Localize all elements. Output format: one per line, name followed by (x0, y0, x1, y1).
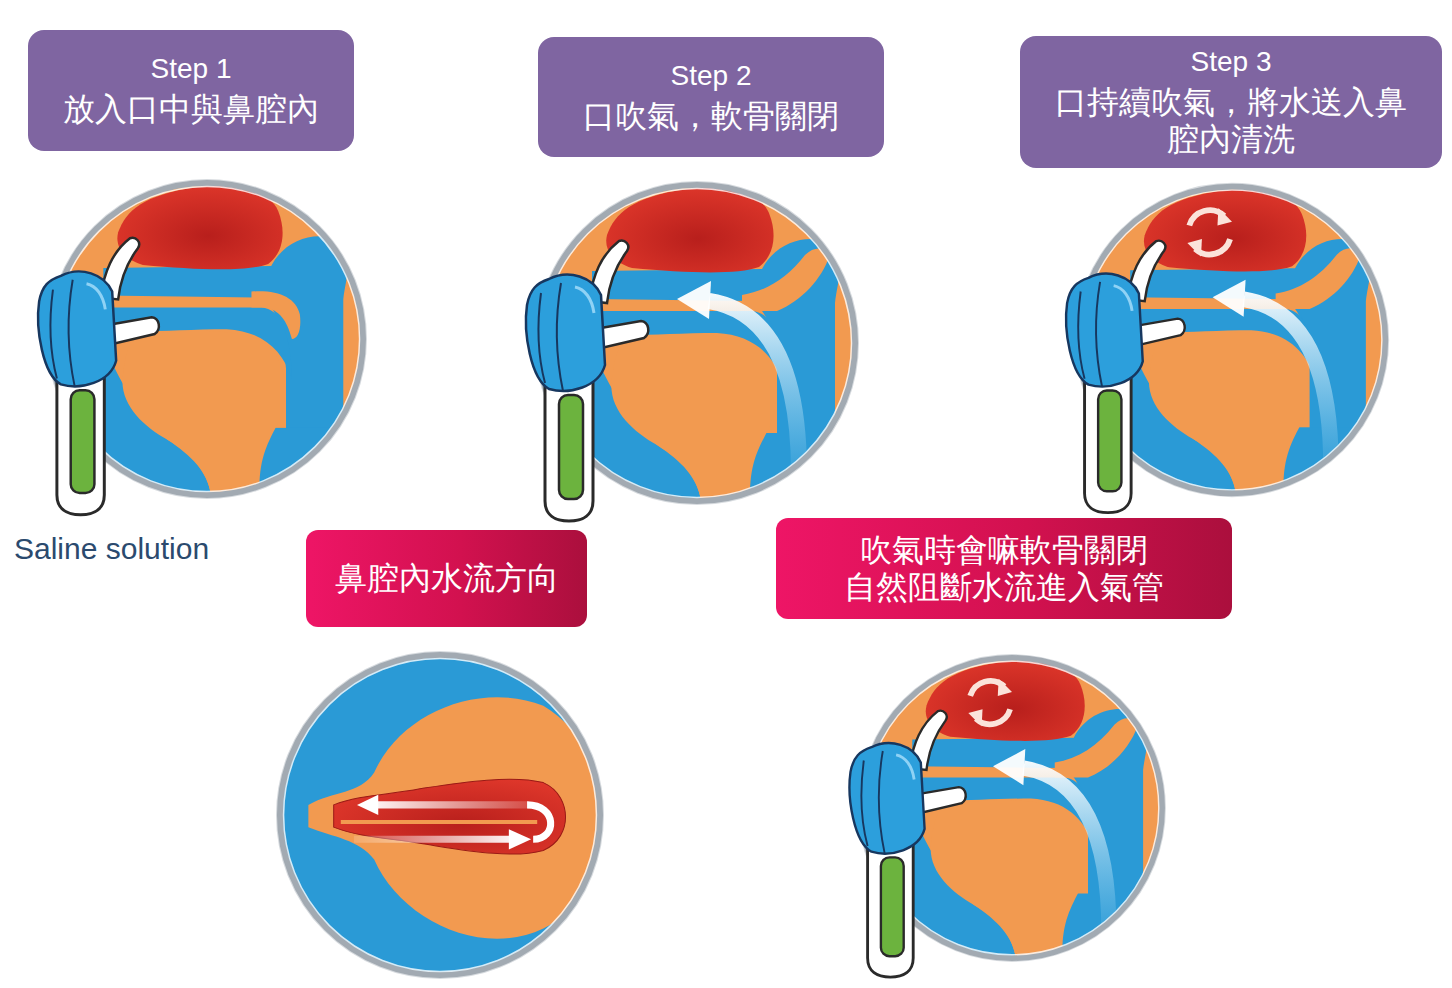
step-body: 口持續吹氣，將水送入鼻 腔內清洗 (1038, 84, 1424, 158)
flow-arrowhead (357, 795, 378, 815)
circulation-symbol (1187, 208, 1232, 257)
flow-illustration (277, 652, 608, 978)
note-box: 吹氣時會嘛軟骨關閉 自然阻斷水流進入氣管 (776, 518, 1232, 619)
flow-arrow (354, 836, 511, 843)
step-body: 口吹氣，軟骨關閉 (583, 98, 839, 135)
soft-palate (251, 291, 300, 339)
step-heading: Step 2 (671, 60, 752, 92)
septum (341, 820, 537, 824)
soft-palate (1055, 718, 1138, 777)
closure-illustration (850, 655, 1165, 977)
rinse-device (850, 711, 966, 977)
step-box: Step 2 口吹氣，軟骨關閉 (538, 37, 884, 157)
airflow-arrow (993, 749, 1109, 931)
airflow-arrow (1213, 280, 1331, 466)
soft-palate (742, 248, 829, 311)
step2-illustration (526, 182, 858, 521)
head-top-view (308, 697, 608, 938)
flow-arrow (375, 801, 529, 808)
step1-illustration (38, 180, 366, 515)
soft-palate (1276, 248, 1360, 309)
part-label: Saline solution (14, 531, 209, 567)
step-body: 放入口中與鼻腔內 (63, 91, 319, 128)
flow-arrowhead (509, 829, 531, 849)
step-heading: Step 3 (1191, 46, 1272, 78)
nasal-cavity (334, 779, 566, 854)
step-heading: Step 1 (151, 53, 232, 85)
circulation-symbol (968, 679, 1012, 727)
note-text: 吹氣時會嘛軟骨關閉 自然阻斷水流進入氣管 (794, 532, 1214, 606)
step-box: Step 3 口持續吹氣，將水送入鼻 腔內清洗 (1020, 36, 1442, 168)
rinse-device (1066, 241, 1185, 513)
note-text: 鼻腔內水流方向 (335, 560, 559, 597)
frame-ring (277, 652, 603, 978)
airflow-arrow (677, 281, 799, 473)
rinse-device (526, 241, 648, 521)
u-turn-arrow (527, 805, 551, 839)
step3-illustration (1066, 184, 1388, 513)
step-box: Step 1 放入口中與鼻腔內 (28, 30, 354, 151)
note-box: 鼻腔內水流方向 (306, 530, 587, 627)
rinse-device (38, 238, 159, 515)
